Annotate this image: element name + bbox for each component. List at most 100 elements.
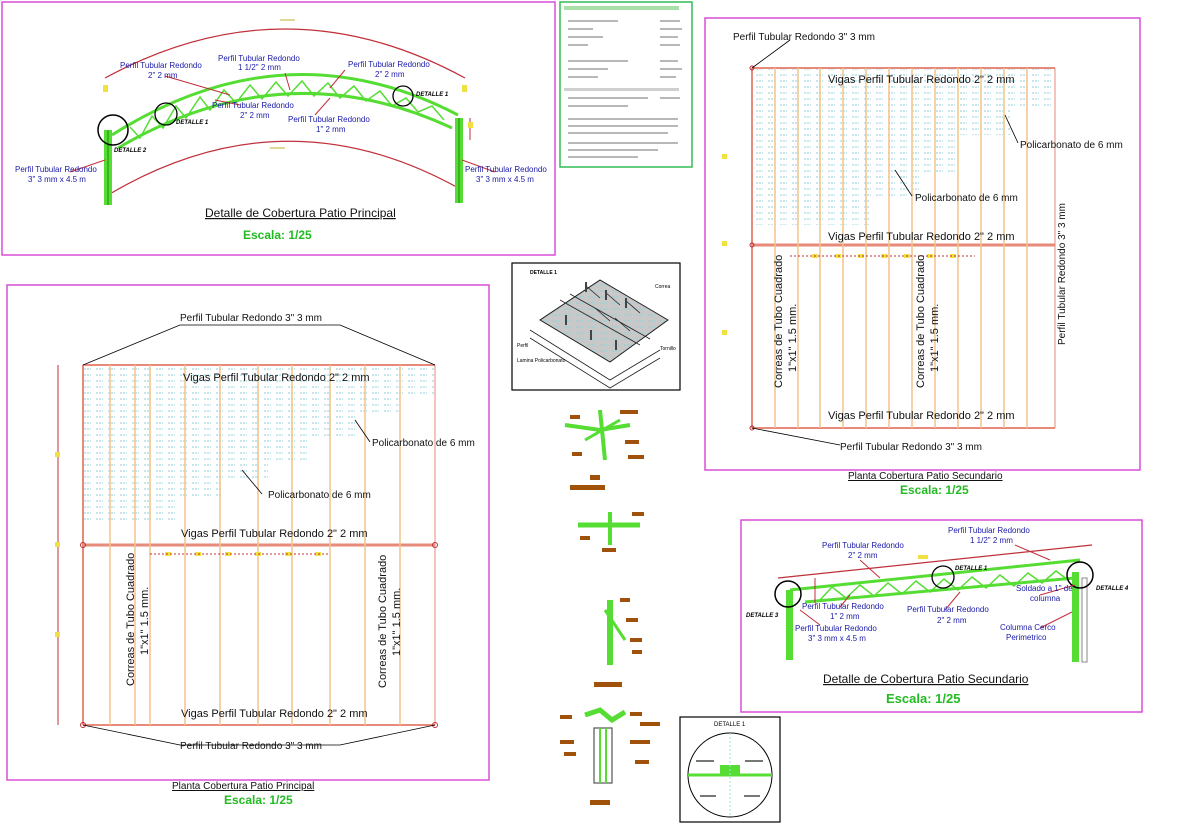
sec-d-mid-left: Perfil Tubular Redondo [802,602,884,611]
plan-principal-title: Planta Cobertura Patio Principal [172,781,314,792]
sec-d-cerco: Columna Cerco [1000,623,1056,632]
sec-truss-top [789,558,1081,592]
plan-secundario-title: Planta Cobertura Patio Secundario [848,471,1003,482]
pri-correas-right-dim: 1"x1" 1.5 mm. [391,588,403,656]
label-col-right: Perfil Tubular Redondo [465,165,547,174]
truss-webbing [129,79,445,140]
poly-area-principal [83,365,435,522]
sec-detail-circle-1 [931,565,955,589]
sec-poly-2: Policarbonato de 6 mm [915,193,1018,204]
label-detalle1a: DETALLE 1 [176,120,209,126]
label-perfil-1mm-dim: 1" 2 mm [316,125,346,134]
pri-poly-1: Policarbonato de 6 mm [372,438,475,449]
detail-secundario-scale: Escala: 1/25 [886,691,960,706]
detail-circle-2 [97,114,129,146]
notes-sheet [559,1,693,168]
plan-secundario-panel: Perfil Tubular Redondo 3" 3 mm Vigas Per… [704,17,1141,497]
sec-d-mid-left-dim: 1" 2 mm [830,612,860,621]
pri-top-label: Perfil Tubular Redondo 3" 3 mm [180,313,322,324]
sec-d-soldado: Soldado a 1" de [1016,584,1073,593]
leader-lines [69,69,496,173]
sec-vigas-mid: Vigas Perfil Tubular Redondo 2" 2 mm [828,231,1015,243]
pri-vigas-top: Vigas Perfil Tubular Redondo 2" 2 mm [183,372,370,384]
joint-detail-2 [578,512,644,552]
svg-text:═══: ═══ [269,145,285,152]
label-col-left: Perfil Tubular Redondo [15,165,97,174]
iso-detail-panel: DETALLE 1 Correa Perfil Lamina Policarbo… [511,262,681,391]
label-col-left-dim: 3" 3 mm x 4.5 m [28,175,86,184]
plan-principal-scale: Escala: 1/25 [224,793,293,807]
joint-detail-1 [564,409,644,490]
detail-secundario-title: Detalle de Cobertura Patio Secundario [823,672,1029,686]
label-col-right-dim: 3" 3 mm x 4.5 m [476,175,534,184]
label-detalle2: DETALLE 2 [114,148,147,154]
sec-poly-1: Policarbonato de 6 mm [1020,140,1123,151]
pri-poly-2: Policarbonato de 6 mm [268,490,371,501]
pri-correas-right: Correas de Tubo Cuadrado [377,555,389,688]
sec-correas-right-dim: 1"x1" 1.5 mm. [929,304,941,372]
label-perfil-2mm-right: Perfil Tubular Redondo [348,60,430,69]
sec-d-detalle3: DETALLE 3 [746,613,779,619]
sec-d-top-left: Perfil Tubular Redondo [822,541,904,550]
sec-vigas-top: Vigas Perfil Tubular Redondo 2" 2 mm [828,74,1015,86]
label-perfil-2mm-right-dim: 2" 2 mm [375,70,405,79]
sec-d-top-right: Perfil Tubular Redondo [948,526,1030,535]
detail-principal-title: Detalle de Cobertura Patio Principal [205,206,396,220]
sec-d-detalle1: DETALLE 1 [955,566,988,572]
label-perfil-2mm-mid: Perfil Tubular Redondo [212,101,294,110]
iso-label-tornillo: Tornillo [660,346,676,352]
sec-d-top-left-dim: 2" 2 mm [848,551,878,560]
iso-label-lamina: Lamina Policarbonato [517,358,566,364]
plan-secundario-frame [704,17,1141,471]
sec-correas-left: Correas de Tubo Cuadrado [773,255,785,388]
label-perfil-2mm-left: Perfil Tubular Redondo [120,61,202,70]
sec-d-mid-right-dim: 2" 2 mm [937,616,967,625]
sec-d-col-dim: 3" 3 mm x 4.5 m [808,634,866,643]
dimension-arc [104,28,466,79]
pri-vigas-bottom: Vigas Perfil Tubular Redondo 2" 2 mm [181,708,368,720]
detail-principal-scale: Escala: 1/25 [243,228,312,242]
pri-vigas-mid: Vigas Perfil Tubular Redondo 2" 2 mm [181,528,368,540]
sec-bottom-label: Perfil Tubular Redondo 3" 3 mm [840,442,982,453]
sec-right-label: Perfil Tubular Redondo 3" 3 mm [1057,203,1068,345]
iso-label-correa: Correa [655,284,671,290]
joint-detail-3 [594,598,642,687]
label-perfil-1-5-dim: 1 1/2" 2 mm [238,63,281,72]
truss-arch-top [111,73,459,137]
pri-bottom-label: Perfil Tubular Redondo 3" 3 mm [180,741,322,752]
sec-vigas-bottom: Vigas Perfil Tubular Redondo 2" 2 mm [828,410,1015,422]
lower-arc [107,140,463,196]
label-detalle1b: DETALLE 1 [416,92,449,98]
right-column [455,118,463,203]
sec-top-label: Perfil Tubular Redondo 3" 3 mm [733,32,875,43]
plan-principal-panel: Perfil Tubular Redondo 3" 3 mm Vigas Per… [6,284,490,807]
left-column [104,130,112,205]
detail-secundario-frame [740,519,1143,713]
sec-d-mid-right: Perfil Tubular Redondo [907,605,989,614]
label-perfil-1-5: Perfil Tubular Redondo [218,54,300,63]
sec-detail-circle-3 [774,580,802,608]
joint-detail-4 [560,707,660,805]
sec-d-col: Perfil Tubular Redondo [795,624,877,633]
plan-principal-frame [6,284,490,781]
plan-secundario-scale: Escala: 1/25 [900,483,969,497]
detail-secundario-panel: Perfil Tubular Redondo 1 1/2" 2 mm Perfi… [740,519,1143,713]
detail-principal-panel: ═══ ═══ [1,1,556,256]
pri-correas-left-dim: 1"x1" 1.5 mm. [139,587,151,655]
circle-detail-panel: DETALLE 1 [679,716,781,823]
sec-truss-bottom [804,576,1076,604]
detail-circle-1b [392,85,414,107]
pri-correas-left: Correas de Tubo Cuadrado [125,553,137,686]
sec-d-detalle4: DETALLE 4 [1096,586,1129,592]
sec-correas-left-dim: 1"x1" 1.5 mm. [787,304,799,372]
detail-principal-frame [1,1,556,256]
sec-d-soldado2: columna [1030,594,1061,603]
iso-caption: DETALLE 1 [530,270,557,276]
sec-correas-right: Correas de Tubo Cuadrado [915,255,927,388]
label-perfil-1mm: Perfil Tubular Redondo [288,115,370,124]
label-perfil-2mm-mid-dim: 2" 2 mm [240,111,270,120]
circle-detail-title: DETALLE 1 [714,722,746,728]
sec-d-top-right-dim: 1 1/2" 2 mm [970,536,1013,545]
poly-area-secundario [752,68,1055,225]
